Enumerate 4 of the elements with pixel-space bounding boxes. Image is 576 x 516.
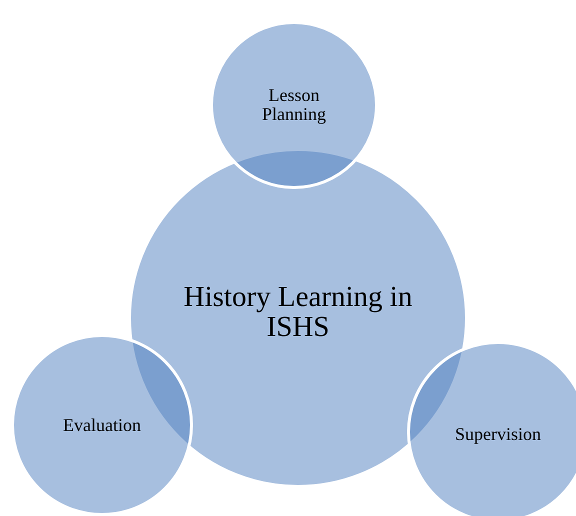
- circle-label: Evaluation: [63, 416, 141, 434]
- circle-label: History Learning in ISHS: [182, 282, 414, 342]
- circle-label: Lesson Planning: [260, 86, 327, 124]
- circle-label: Supervision: [454, 424, 541, 444]
